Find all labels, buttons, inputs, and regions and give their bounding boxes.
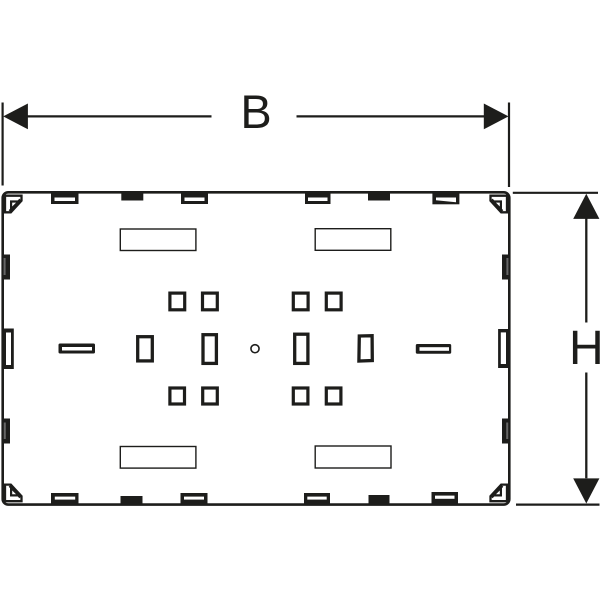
svg-text:H: H (569, 322, 600, 375)
svg-text:B: B (240, 85, 271, 138)
